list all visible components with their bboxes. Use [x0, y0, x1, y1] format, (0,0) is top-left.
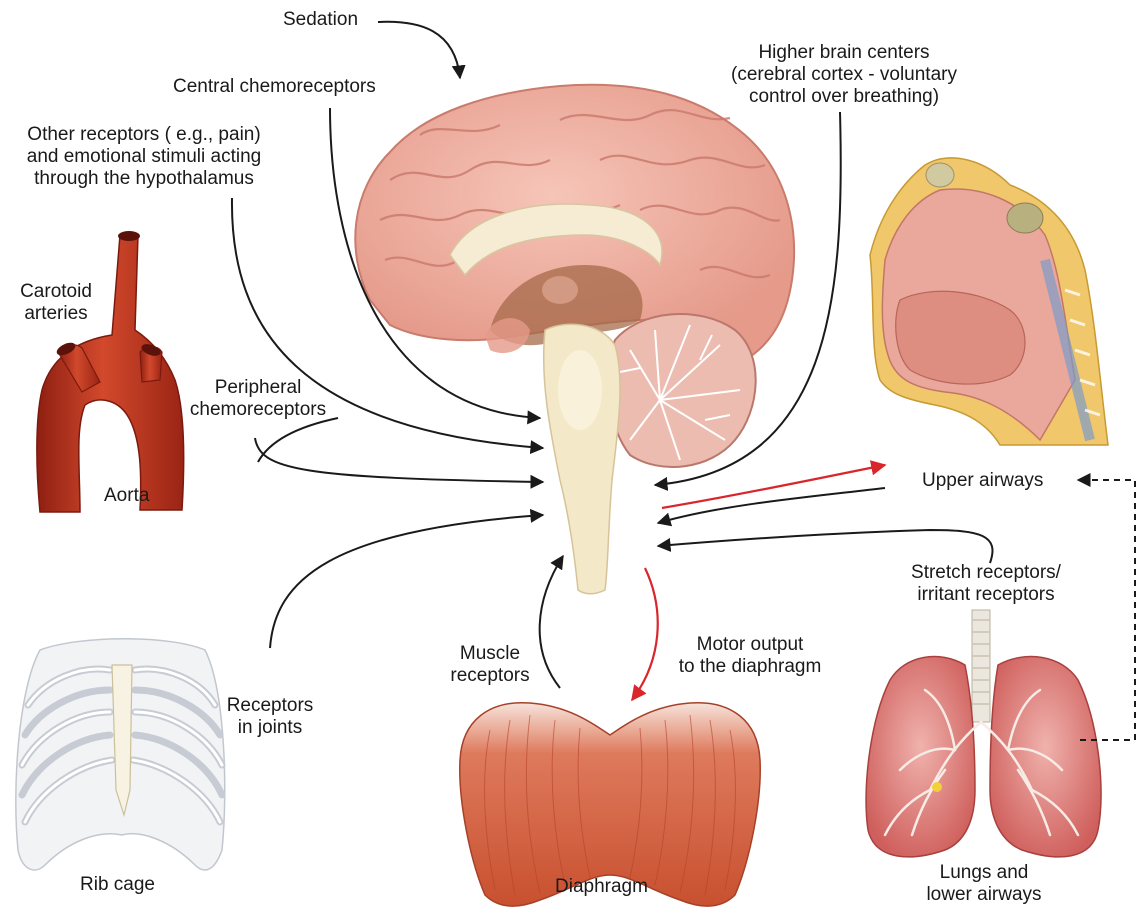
arrow-stretch-receptors	[658, 530, 993, 563]
pons	[558, 350, 602, 430]
label-motor-output-line-1: Motor output	[666, 634, 834, 656]
label-carotoid-arteries-line-2: arteries	[6, 303, 106, 325]
label-higher-brain-centers-line-3: control over breathing)	[708, 86, 980, 108]
label-muscle-receptors: Muscle receptors	[440, 643, 540, 687]
label-lungs-line-2: lower airways	[912, 884, 1056, 906]
arrow-receptors-in-joints	[270, 515, 543, 648]
label-rib-cage: Rib cage	[80, 874, 155, 896]
label-peripheral-line-1: Peripheral	[178, 377, 338, 399]
label-lungs: Lungs and lower airways	[912, 862, 1056, 906]
label-carotoid-arteries-line-1: Carotoid	[6, 281, 106, 303]
label-receptors-in-joints-line-2: in joints	[220, 717, 320, 739]
lungs-illustration	[866, 610, 1101, 857]
label-motor-output-line-2: to the diaphragm	[666, 656, 834, 678]
label-muscle-receptors-line-2: receptors	[440, 665, 540, 687]
label-receptors-in-joints-line-1: Receptors	[220, 695, 320, 717]
label-aorta: Aorta	[104, 485, 149, 507]
upper-airway-illustration	[870, 158, 1108, 445]
label-stretch-receptors-line-1: Stretch receptors/	[895, 562, 1077, 584]
arrow-motor-output-diaphragm	[632, 568, 658, 700]
arrow-muscle-receptors	[540, 556, 563, 688]
label-upper-airways: Upper airways	[922, 470, 1043, 492]
arrow-peripheral-tail	[258, 418, 338, 462]
aorta-illustration	[37, 231, 184, 512]
arrow-sedation	[378, 22, 460, 78]
label-higher-brain-centers-line-2: (cerebral cortex - voluntary	[708, 64, 980, 86]
arrow-upper-airways-input	[658, 488, 885, 523]
brain-illustration	[355, 85, 794, 594]
label-other-receptors-line-2: and emotional stimuli acting	[6, 146, 282, 168]
label-receptors-in-joints: Receptors in joints	[220, 695, 320, 739]
label-central-chemoreceptors: Central chemoreceptors	[173, 76, 376, 98]
label-lungs-line-1: Lungs and	[912, 862, 1056, 884]
label-higher-brain-centers-line-1: Higher brain centers	[708, 42, 980, 64]
cerebellum	[608, 314, 756, 467]
rib-cage-illustration	[16, 639, 225, 870]
label-diaphragm: Diaphragm	[555, 876, 648, 898]
label-stretch-receptors-line-2: irritant receptors	[895, 584, 1077, 606]
label-carotoid-arteries: Carotoid arteries	[6, 281, 106, 325]
label-other-receptors: Other receptors ( e.g., pain) and emotio…	[6, 124, 282, 190]
thalamus-nucleus	[542, 276, 578, 304]
label-sedation: Sedation	[283, 9, 358, 31]
label-other-receptors-line-3: through the hypothalamus	[6, 168, 282, 190]
label-higher-brain-centers: Higher brain centers (cerebral cortex - …	[708, 42, 980, 108]
label-peripheral-chemoreceptors: Peripheral chemoreceptors	[178, 377, 338, 421]
label-stretch-receptors: Stretch receptors/ irritant receptors	[895, 562, 1077, 606]
label-motor-output: Motor output to the diaphragm	[666, 634, 834, 678]
label-peripheral-line-2: chemoreceptors	[178, 399, 338, 421]
label-muscle-receptors-line-1: Muscle	[440, 643, 540, 665]
label-other-receptors-line-1: Other receptors ( e.g., pain)	[6, 124, 282, 146]
